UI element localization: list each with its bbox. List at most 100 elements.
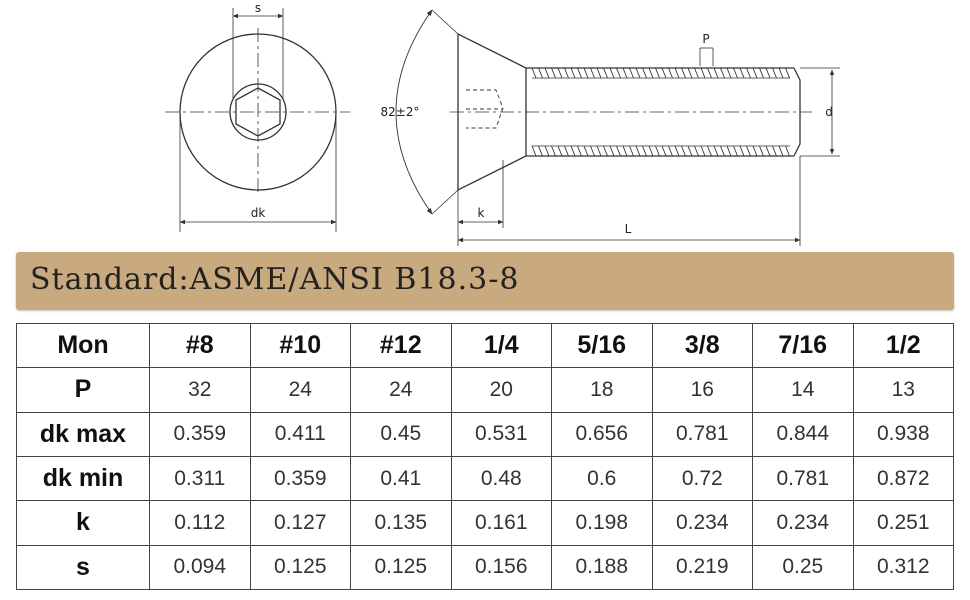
table-cell: 32: [149, 367, 251, 413]
table-cell: 0.219: [651, 544, 753, 591]
standard-title: Standard:ASME/ANSI B18.3-8: [30, 262, 520, 297]
thread-line: [668, 67, 673, 79]
table-cell: 0.359: [249, 455, 351, 502]
thread-line: [765, 145, 771, 157]
header-cell: 1/2: [852, 322, 954, 369]
row-label: dk min: [16, 455, 150, 502]
table-cell: 0.251: [852, 500, 954, 546]
row-label: dk max: [16, 411, 150, 457]
header-cell: 1/4: [450, 322, 552, 369]
thread-line: [590, 145, 595, 157]
label-k: k: [478, 206, 485, 220]
hex-socket: [235, 87, 281, 137]
head-top-view: [165, 8, 350, 232]
thread-line: [700, 67, 706, 79]
table-cell: 0.938: [852, 411, 954, 457]
table-cell: 0.156: [450, 544, 552, 591]
label-L: L: [625, 222, 632, 236]
thread-line: [629, 67, 634, 79]
thread-line: [544, 67, 550, 79]
table-cell: 0.161: [450, 500, 552, 546]
table-row: k 0.112 0.127 0.135 0.161 0.198 0.234 0.…: [16, 500, 954, 546]
table-cell: 0.359: [149, 411, 251, 457]
thread-line: [570, 145, 576, 157]
table-cell: 0.094: [149, 544, 251, 591]
screw-technical-drawing: s dk 82±2° P: [165, 1, 840, 246]
thread-line: [622, 67, 628, 79]
thread-line: [720, 145, 725, 157]
header-cell: 7/16: [752, 322, 854, 369]
header-cell: #8: [149, 322, 251, 369]
thread-line: [603, 145, 608, 157]
table-cell: 0.411: [249, 411, 351, 457]
thread-line: [700, 145, 706, 157]
thread-line: [603, 67, 608, 79]
thread-line: [564, 145, 569, 157]
thread-line: [759, 145, 764, 157]
thread-line: [648, 145, 654, 157]
thread-line: [551, 67, 556, 79]
thread-line: [635, 67, 641, 79]
table-cell: 0.188: [551, 544, 653, 591]
thread-line: [707, 145, 712, 157]
table-header-row: Mon #8 #10 #12 1/4 5/16 3/8 7/16 1/2: [16, 322, 954, 369]
thread-line: [635, 145, 641, 157]
label-d: d: [825, 105, 833, 119]
table-cell: 20: [450, 367, 552, 413]
thread-line: [694, 67, 699, 79]
thread-line: [772, 145, 777, 157]
thread-line: [681, 67, 686, 79]
thread-line: [622, 145, 628, 157]
table-cell: 0.781: [651, 411, 753, 457]
table-row: dk min 0.311 0.359 0.41 0.48 0.6 0.72 0.…: [16, 455, 954, 502]
table-cell: 0.125: [249, 544, 351, 591]
thread-line: [687, 145, 693, 157]
header-cell: Mon: [16, 322, 150, 369]
hex-socket-circle: [229, 83, 287, 141]
thread-line: [746, 67, 751, 79]
thread-line: [655, 145, 660, 157]
thread-line: [577, 145, 582, 157]
thread-line: [531, 67, 537, 79]
thread-line: [694, 145, 699, 157]
thread-lines: [531, 67, 790, 157]
table-cell: 0.312: [852, 544, 954, 591]
thread-line: [577, 67, 582, 79]
table-cell: 0.41: [350, 455, 452, 502]
thread-line: [785, 67, 790, 79]
thread-line: [778, 145, 784, 157]
table-cell: 0.45: [350, 411, 452, 457]
table-cell: 0.234: [752, 500, 854, 546]
thread-line: [642, 145, 647, 157]
thread-line: [772, 67, 777, 79]
thread-line: [687, 67, 693, 79]
row-label: P: [16, 367, 150, 413]
table-cell: 0.656: [551, 411, 653, 457]
spec-table: Mon #8 #10 #12 1/4 5/16 3/8 7/16 1/2 P 3…: [16, 322, 954, 591]
table-cell: 16: [651, 367, 753, 413]
header-cell: 5/16: [551, 322, 653, 369]
header-cell: 3/8: [651, 322, 753, 369]
table-cell: 0.125: [350, 544, 452, 591]
thread-line: [538, 145, 543, 157]
table-cell: 0.72: [651, 455, 753, 502]
thread-line: [765, 67, 771, 79]
label-dk: dk: [251, 206, 266, 220]
table-cell: 0.531: [450, 411, 552, 457]
thread-line: [746, 145, 751, 157]
thread-line: [596, 67, 602, 79]
thread-line: [557, 145, 563, 157]
thread-line: [661, 67, 667, 79]
thread-line: [752, 67, 758, 79]
table-row: dk max 0.359 0.411 0.45 0.531 0.656 0.78…: [16, 411, 954, 457]
thread-line: [661, 145, 667, 157]
thread-line: [583, 67, 589, 79]
thread-line: [616, 67, 621, 79]
thread-line: [674, 145, 680, 157]
thread-line: [739, 67, 745, 79]
table-cell: 18: [551, 367, 653, 413]
row-label: s: [16, 544, 150, 591]
table-row: P 32 24 24 20 18 16 14 13: [16, 367, 954, 413]
table-cell: 0.311: [149, 455, 251, 502]
thread-line: [564, 67, 569, 79]
